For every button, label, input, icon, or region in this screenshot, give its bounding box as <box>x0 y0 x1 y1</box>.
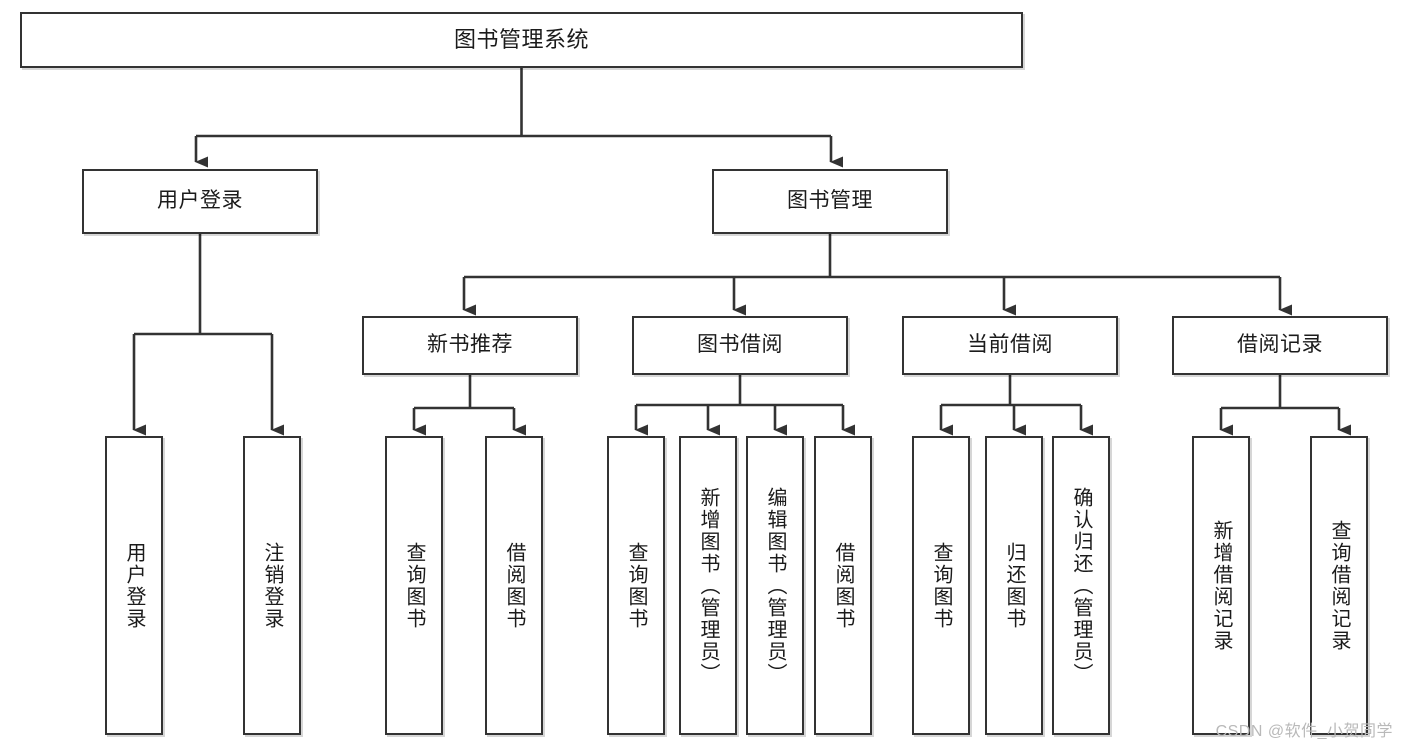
node-leaf-user-logout[interactable]: 注销登录 <box>243 436 301 735</box>
node-user-login-label: 用户登录 <box>157 189 243 213</box>
node-leaf-edit-book-admin-label: 编辑图书（管理员） <box>764 486 786 685</box>
node-new-book-recommend[interactable]: 新书推荐 <box>362 316 578 375</box>
node-leaf-borrow-book-2[interactable]: 借阅图书 <box>814 436 872 735</box>
node-leaf-return-book[interactable]: 归还图书 <box>985 436 1043 735</box>
node-leaf-borrow-book-1[interactable]: 借阅图书 <box>485 436 543 735</box>
node-book-management[interactable]: 图书管理 <box>712 169 948 234</box>
node-leaf-add-borrow-record[interactable]: 新增借阅记录 <box>1192 436 1250 735</box>
node-leaf-edit-book-admin[interactable]: 编辑图书（管理员） <box>746 436 804 735</box>
node-leaf-query-book-3[interactable]: 查询图书 <box>912 436 970 735</box>
node-borrow-record[interactable]: 借阅记录 <box>1172 316 1388 375</box>
node-leaf-confirm-return-admin-label: 确认归还（管理员） <box>1070 486 1092 685</box>
node-current-borrow[interactable]: 当前借阅 <box>902 316 1118 375</box>
node-leaf-user-login[interactable]: 用户登录 <box>105 436 163 735</box>
node-leaf-query-book-1-label: 查询图书 <box>403 541 425 630</box>
node-root-label: 图书管理系统 <box>453 27 589 53</box>
node-leaf-add-borrow-record-label: 新增借阅记录 <box>1210 519 1232 652</box>
node-leaf-confirm-return-admin[interactable]: 确认归还（管理员） <box>1052 436 1110 735</box>
node-root[interactable]: 图书管理系统 <box>20 12 1023 68</box>
node-leaf-query-book-3-label: 查询图书 <box>930 541 952 630</box>
node-leaf-add-book-admin-label: 新增图书（管理员） <box>697 486 719 685</box>
node-new-book-recommend-label: 新书推荐 <box>427 333 513 357</box>
node-leaf-borrow-book-2-label: 借阅图书 <box>832 541 854 630</box>
node-leaf-user-logout-label: 注销登录 <box>261 541 283 630</box>
node-leaf-user-login-label: 用户登录 <box>123 541 145 630</box>
node-book-borrow[interactable]: 图书借阅 <box>632 316 848 375</box>
node-book-borrow-label: 图书借阅 <box>697 333 783 357</box>
node-leaf-query-book-1[interactable]: 查询图书 <box>385 436 443 735</box>
node-book-management-label: 图书管理 <box>787 189 873 213</box>
node-leaf-query-borrow-record[interactable]: 查询借阅记录 <box>1310 436 1368 735</box>
node-leaf-query-borrow-record-label: 查询借阅记录 <box>1328 519 1350 652</box>
node-leaf-query-book-2-label: 查询图书 <box>625 541 647 630</box>
node-borrow-record-label: 借阅记录 <box>1237 333 1323 357</box>
node-leaf-query-book-2[interactable]: 查询图书 <box>607 436 665 735</box>
node-current-borrow-label: 当前借阅 <box>967 333 1053 357</box>
node-leaf-return-book-label: 归还图书 <box>1003 541 1025 630</box>
node-leaf-add-book-admin[interactable]: 新增图书（管理员） <box>679 436 737 735</box>
node-user-login[interactable]: 用户登录 <box>82 169 318 234</box>
node-leaf-borrow-book-1-label: 借阅图书 <box>503 541 525 630</box>
